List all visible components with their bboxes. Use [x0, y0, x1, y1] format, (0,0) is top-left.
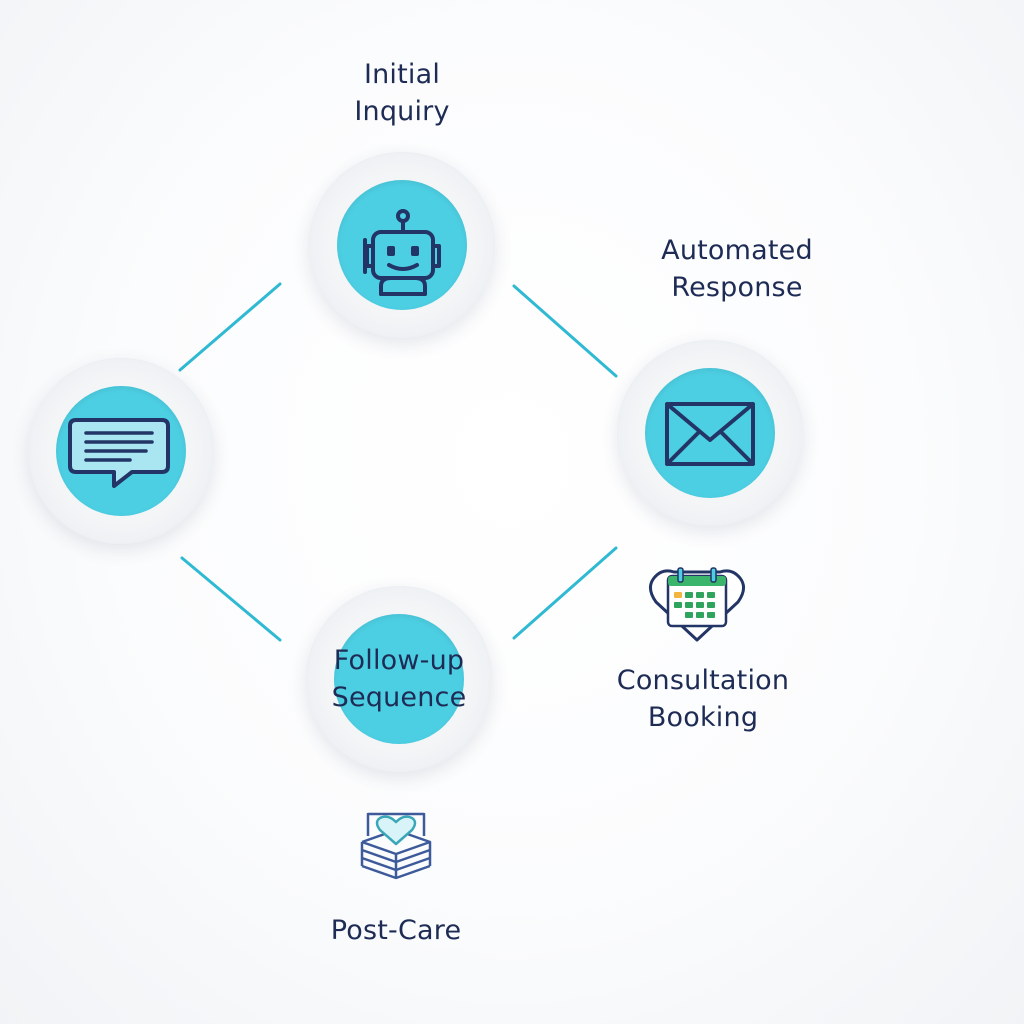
connector-inquiry-to-response [512, 284, 618, 378]
consultation-booking-label-line1: Consultation [616, 665, 790, 696]
heart-box-icon [360, 812, 432, 880]
follow-up-sequence-label-line2: Sequence [331, 682, 467, 713]
consultation-booking-label-line2: Booking [647, 702, 759, 733]
post-care-label: Post-Care [330, 915, 462, 946]
robot-icon [363, 209, 441, 296]
automated-response-label: Automated Response [626, 232, 848, 306]
chat-node-fill [56, 386, 186, 516]
initial-inquiry-label: Initial Inquiry [320, 56, 484, 130]
connector-response-to-booking [512, 546, 618, 640]
connector-followup-to-chat [180, 556, 282, 642]
initial-inquiry-node-fill [337, 180, 467, 310]
consultation-booking-label: Consultation Booking [596, 662, 810, 736]
initial-inquiry-node[interactable] [309, 152, 495, 338]
envelope-icon [665, 402, 755, 466]
follow-up-sequence-node[interactable]: Follow-up Sequence [306, 586, 492, 772]
follow-up-sequence-label: Follow-up Sequence [306, 642, 492, 716]
chat-node[interactable] [28, 358, 214, 544]
initial-inquiry-label-line1: Initial [363, 59, 441, 90]
automated-response-node[interactable] [617, 340, 803, 526]
automated-response-node-fill [645, 368, 775, 498]
automated-response-label-line1: Automated [661, 235, 813, 266]
automated-response-label-line2: Response [671, 272, 803, 303]
connector-chat-to-inquiry [178, 282, 282, 372]
follow-up-sequence-node-fill [334, 614, 464, 744]
calendar-heart-icon [649, 567, 745, 642]
follow-up-sequence-label-line1: Follow-up [333, 645, 465, 676]
initial-inquiry-label-line2: Inquiry [354, 96, 450, 127]
chat-bubble-icon [68, 418, 170, 488]
